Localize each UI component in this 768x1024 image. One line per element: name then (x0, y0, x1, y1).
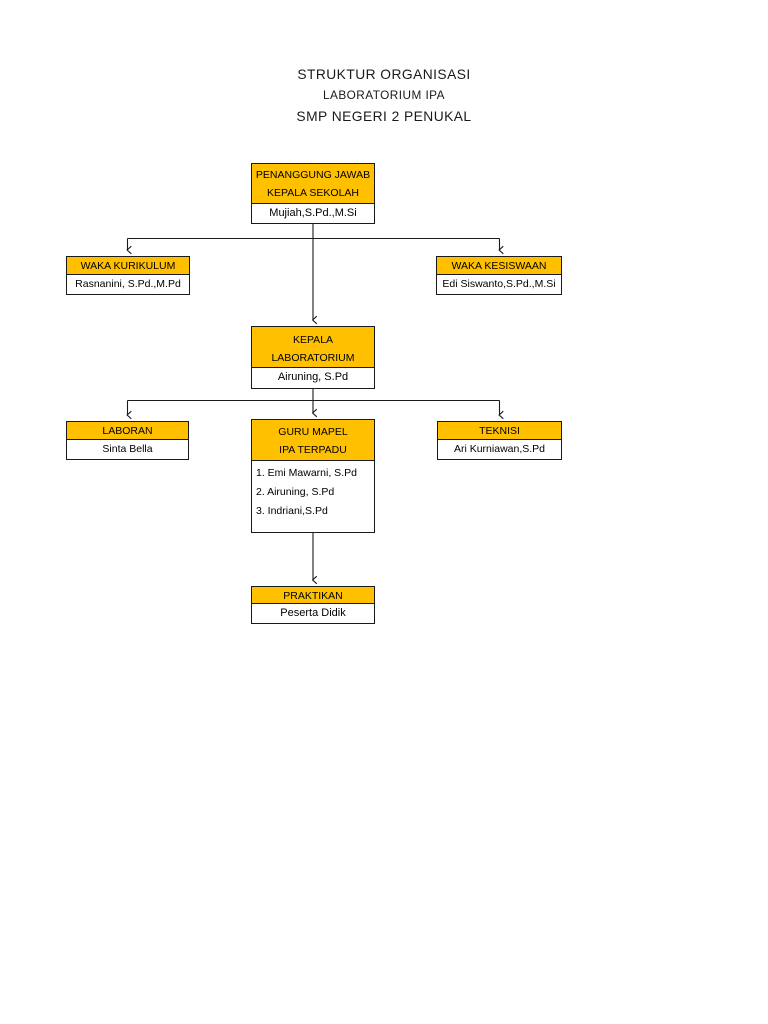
page-title-line-2: LABORATORIUM IPA (323, 88, 445, 102)
node-penanggung-jawab-occupant: Mujiah,S.Pd.,M.Si (252, 204, 374, 223)
node-waka-kurikulum-header: WAKA KURIKULUM (67, 257, 189, 275)
node-waka-kesiswaan-header-line-1: WAKA KESISWAAN (451, 260, 547, 272)
node-teknisi-occupant: Ari Kurniawan,S.Pd (438, 440, 561, 459)
node-guru-mapel-occupant-list: 1. Emi Mawarni, S.Pd 2. Airuning, S.Pd 3… (252, 461, 374, 532)
node-laboran-header: LABORAN (67, 422, 188, 440)
node-laboran-header-line-1: LABORAN (102, 425, 153, 437)
page-title-line-1: STRUKTUR ORGANISASI (297, 67, 471, 82)
node-guru-mapel-occupant-1: 1. Emi Mawarni, S.Pd (256, 467, 357, 479)
node-waka-kesiswaan-header: WAKA KESISWAAN (437, 257, 561, 275)
node-kepala-laboratorium-occupant: Airuning, S.Pd (252, 368, 374, 388)
node-waka-kurikulum-occupant: Rasnanini, S.Pd.,M.Pd (67, 275, 189, 294)
node-praktikan[interactable]: PRAKTIKAN Peserta Didik (251, 586, 375, 624)
node-teknisi[interactable]: TEKNISI Ari Kurniawan,S.Pd (437, 421, 562, 460)
node-kepala-laboratorium-header-line-2: LABORATORIUM (271, 352, 355, 364)
node-laboran[interactable]: LABORAN Sinta Bella (66, 421, 189, 460)
node-laboran-occupant: Sinta Bella (67, 440, 188, 459)
node-kepala-laboratorium-header-line-1: KEPALA (292, 334, 334, 346)
node-guru-mapel-occupant-3: 3. Indriani,S.Pd (256, 505, 328, 517)
node-guru-mapel-header: GURU MAPEL IPA TERPADU (252, 420, 374, 461)
node-penanggung-jawab[interactable]: PENANGGUNG JAWAB KEPALA SEKOLAH Mujiah,S… (251, 163, 375, 224)
node-guru-mapel-occupant-2: 2. Airuning, S.Pd (256, 486, 335, 498)
node-teknisi-header-line-1: TEKNISI (479, 425, 520, 437)
node-waka-kurikulum[interactable]: WAKA KURIKULUM Rasnanini, S.Pd.,M.Pd (66, 256, 190, 295)
node-praktikan-header-line-1: PRAKTIKAN (283, 590, 343, 602)
node-waka-kesiswaan-occupant: Edi Siswanto,S.Pd.,M.Si (437, 275, 561, 294)
node-guru-mapel[interactable]: GURU MAPEL IPA TERPADU 1. Emi Mawarni, S… (251, 419, 375, 533)
node-guru-mapel-header-line-2: IPA TERPADU (279, 444, 347, 456)
node-kepala-laboratorium-header: KEPALA LABORATORIUM (252, 327, 374, 368)
page-title-line-3: SMP NEGERI 2 PENUKAL (296, 109, 472, 124)
node-praktikan-header: PRAKTIKAN (252, 587, 374, 604)
node-guru-mapel-header-line-1: GURU MAPEL (278, 426, 348, 438)
node-waka-kurikulum-header-line-1: WAKA KURIKULUM (80, 260, 176, 272)
node-penanggung-jawab-header: PENANGGUNG JAWAB KEPALA SEKOLAH (252, 164, 374, 204)
chart-title-block: STRUKTUR ORGANISASI LABORATORIUM IPA SMP… (0, 64, 768, 127)
node-praktikan-occupant: Peserta Didik (252, 604, 374, 623)
node-teknisi-header: TEKNISI (438, 422, 561, 440)
node-penanggung-jawab-header-line-1: PENANGGUNG JAWAB (255, 169, 371, 181)
node-waka-kesiswaan[interactable]: WAKA KESISWAAN Edi Siswanto,S.Pd.,M.Si (436, 256, 562, 295)
node-penanggung-jawab-header-line-2: KEPALA SEKOLAH (266, 187, 360, 199)
node-kepala-laboratorium[interactable]: KEPALA LABORATORIUM Airuning, S.Pd (251, 326, 375, 389)
